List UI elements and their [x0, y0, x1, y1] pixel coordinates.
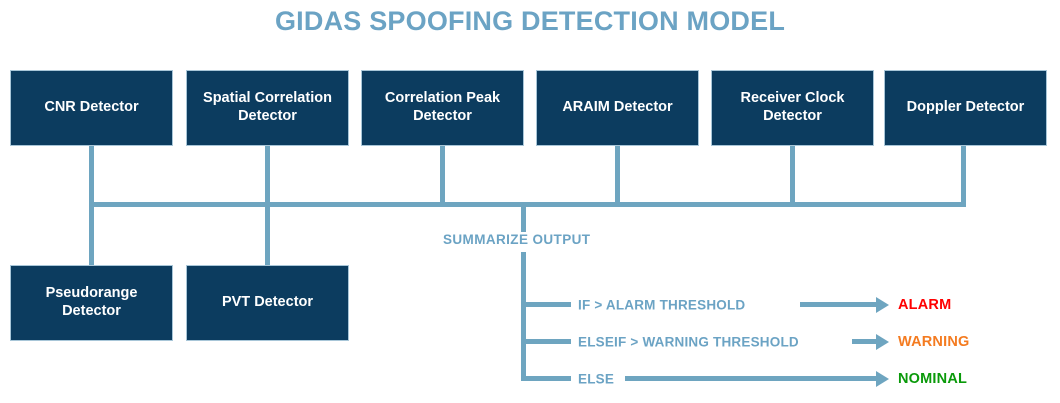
branch-condition-alarm: IF > ALARM THRESHOLD [578, 297, 746, 313]
outcome-alarm: ALARM [898, 297, 952, 313]
branch-stub-nominal [521, 376, 571, 381]
detector-label-line: CNR Detector [44, 99, 139, 116]
detector-label-line: Receiver Clock [740, 90, 845, 107]
connector-receiver-clock-to-bus [790, 146, 795, 204]
connector-araim-to-bus [615, 146, 620, 204]
connector-spatial-correlation-to-bus [265, 146, 270, 204]
connector-cnr-to-bus [89, 146, 94, 204]
detector-box-araim[interactable]: ARAIM Detector [536, 70, 699, 146]
detector-label-line: Detector [413, 108, 472, 124]
outcome-warning: WARNING [898, 334, 970, 350]
detector-label-line: Spatial Correlation [203, 90, 332, 107]
branch-stub-warning [521, 339, 571, 344]
branch-arrow-line-nominal [625, 376, 878, 381]
connector-doppler-to-bus [961, 146, 966, 204]
branch-stub-alarm [521, 302, 571, 307]
detector-label-line: Detector [238, 108, 297, 124]
detector-box-cnr[interactable]: CNR Detector [10, 70, 173, 146]
connector-summarize-trunk [521, 252, 526, 376]
branch-arrowhead-alarm [876, 297, 889, 313]
detector-label-line: Correlation Peak [384, 90, 501, 107]
branch-condition-nominal: ELSE [578, 371, 615, 387]
detector-box-correlation-peak[interactable]: Correlation Peak Detector [361, 70, 524, 146]
summary-bus-line [89, 202, 966, 207]
branch-arrow-line-warning [852, 339, 878, 344]
detector-label-line: ARAIM Detector [562, 99, 673, 116]
detector-box-doppler[interactable]: Doppler Detector [884, 70, 1047, 146]
detector-label-line: PVT Detector [221, 294, 314, 311]
detector-label-line: Detector [763, 108, 822, 124]
connector-correlation-peak-to-bus [440, 146, 445, 204]
detector-box-spatial-correlation[interactable]: Spatial Correlation Detector [186, 70, 349, 146]
branch-condition-warning: ELSEIF > WARNING THRESHOLD [578, 334, 799, 350]
detector-label-line: Pseudorange [45, 285, 138, 302]
branch-arrowhead-nominal [876, 371, 889, 387]
outcome-nominal: NOMINAL [898, 371, 968, 387]
detector-box-pvt[interactable]: PVT Detector [186, 265, 349, 341]
branch-arrow-line-alarm [800, 302, 878, 307]
connector-bus-to-pseudorange [89, 202, 94, 266]
connector-bus-to-summarize [521, 202, 526, 232]
detector-label-line: Doppler Detector [906, 99, 1025, 116]
detector-box-pseudorange[interactable]: Pseudorange Detector [10, 265, 173, 341]
detector-label-line: Detector [62, 303, 121, 319]
page-title: GIDAS SPOOFING DETECTION MODEL [274, 6, 786, 36]
summarize-output-label: SUMMARIZE OUTPUT [440, 232, 594, 247]
detector-box-receiver-clock[interactable]: Receiver Clock Detector [711, 70, 874, 146]
branch-arrowhead-warning [876, 334, 889, 350]
connector-bus-to-pvt [265, 202, 270, 266]
